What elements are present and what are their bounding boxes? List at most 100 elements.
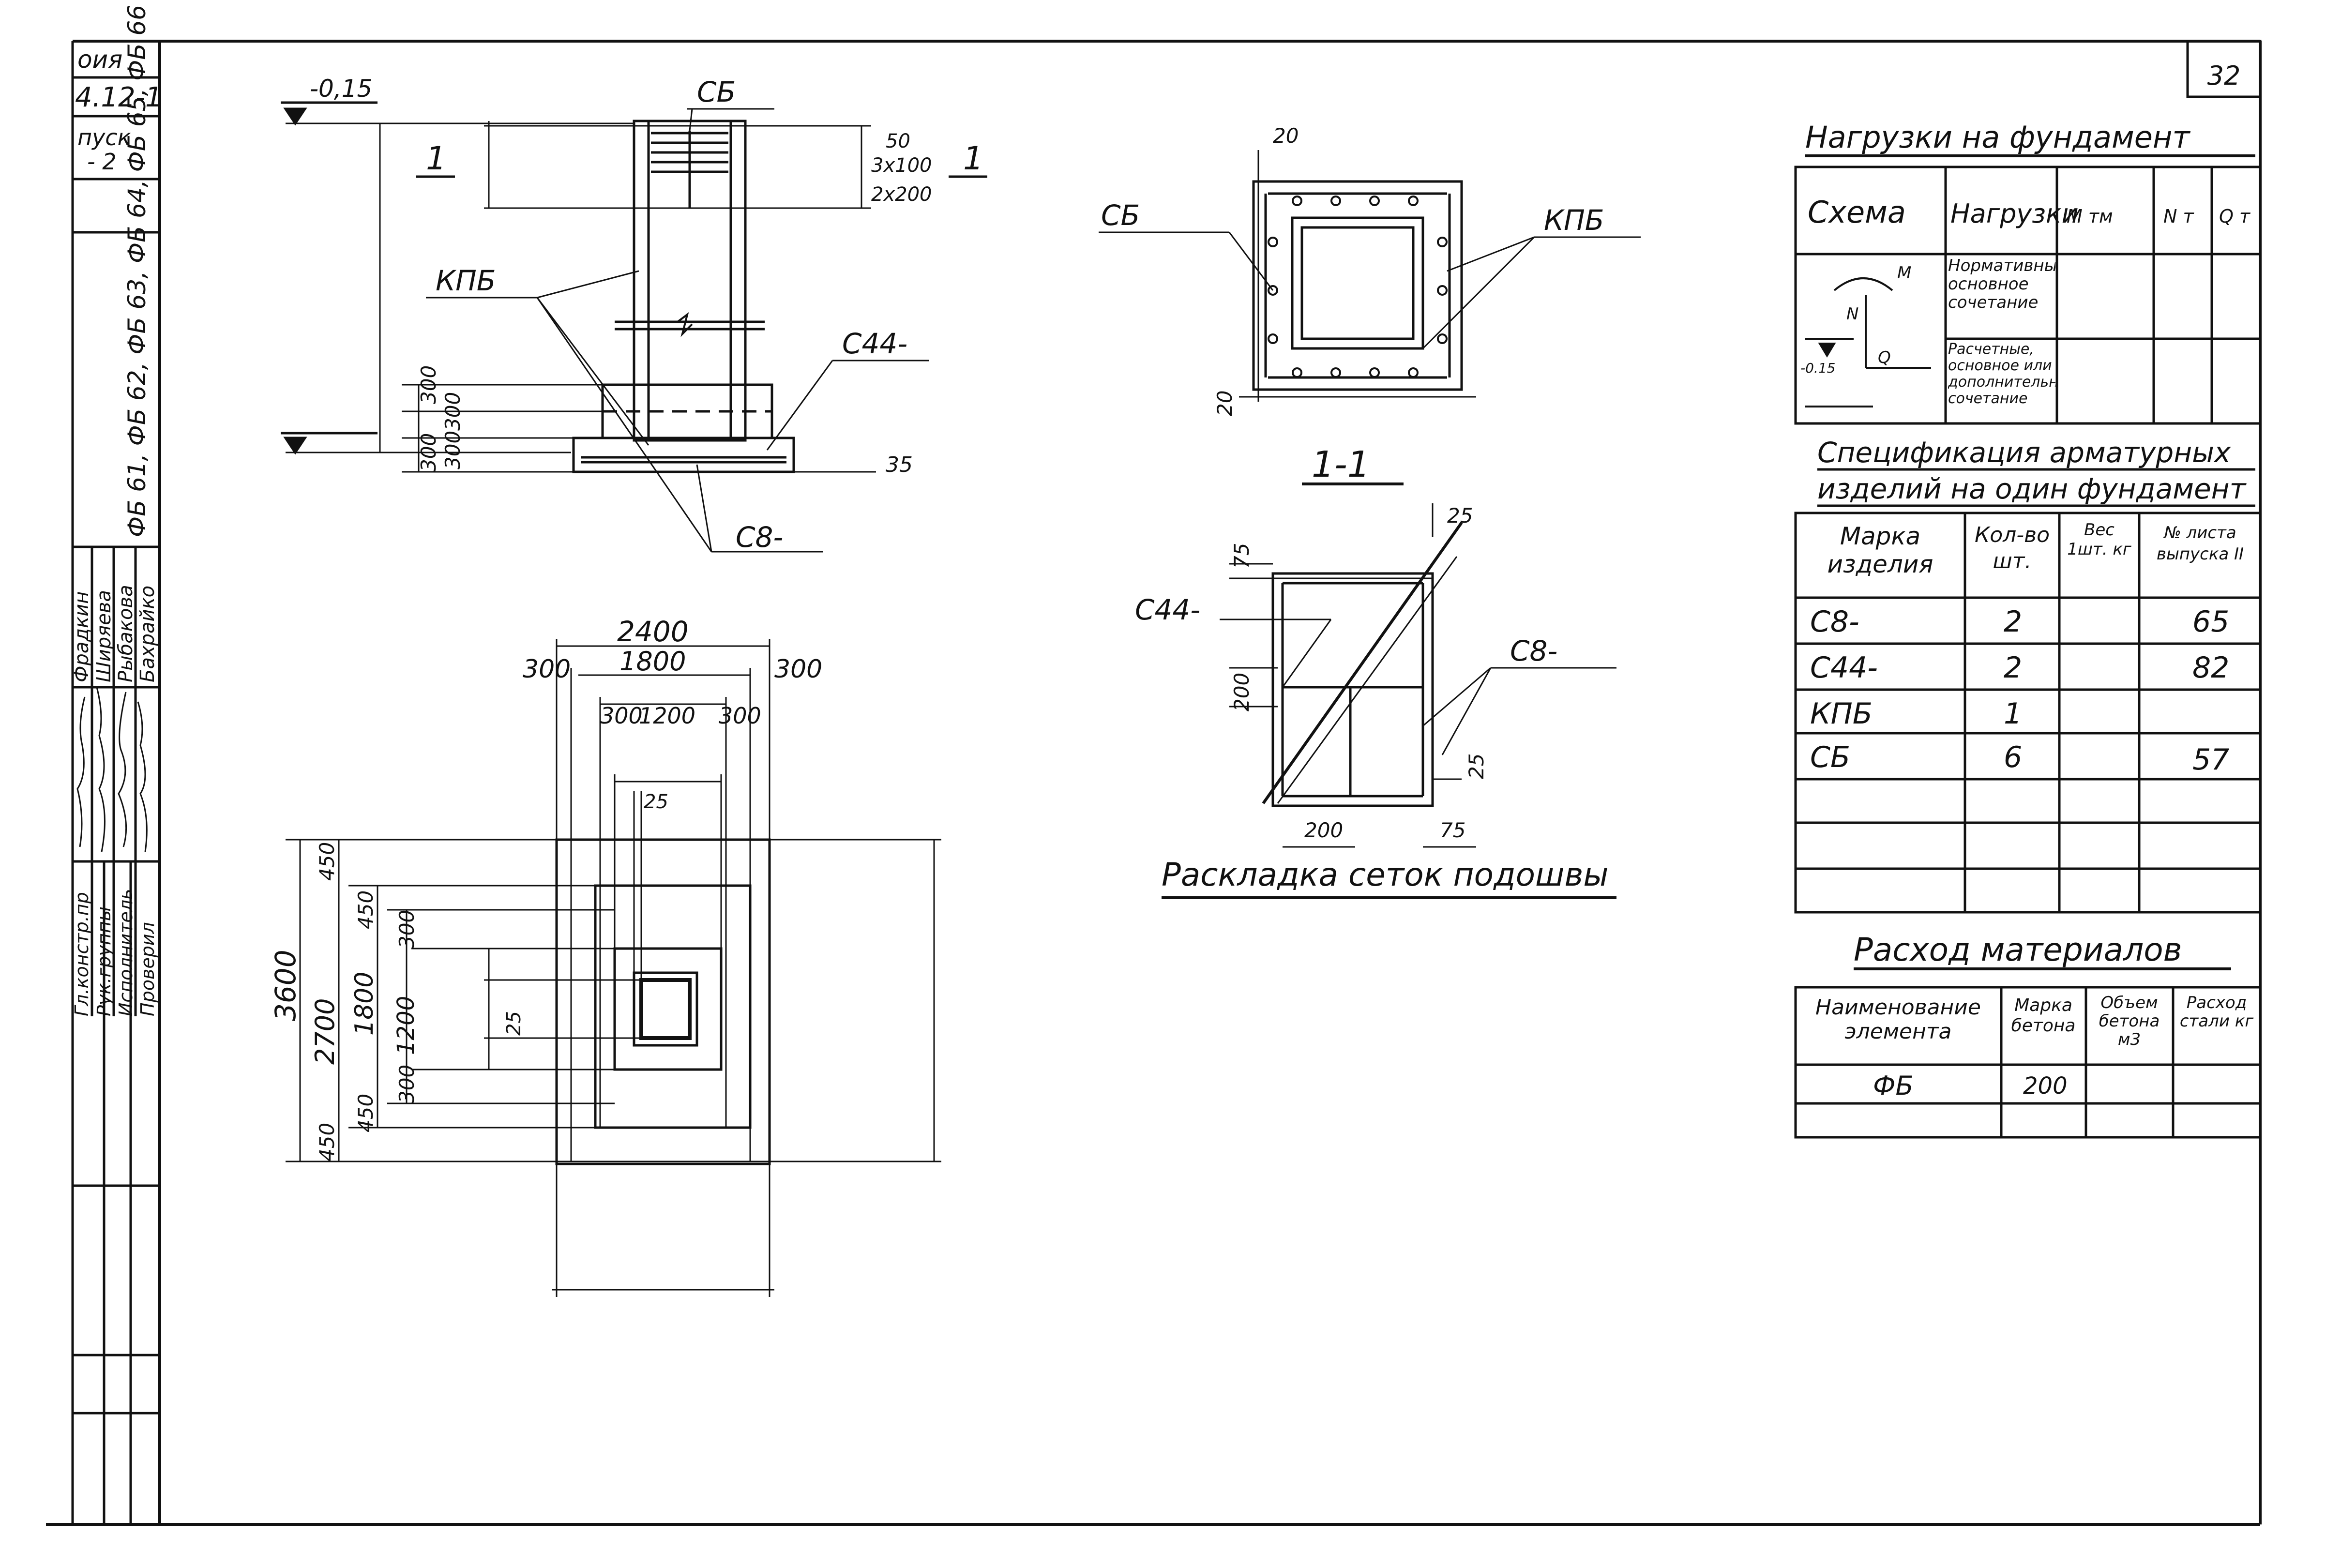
plan-dim-300-ir: 300 <box>719 703 761 729</box>
callout-kpb: КПБ <box>436 264 496 297</box>
loads-table: Нагрузки на фундамент Схема Нагрузки М т… <box>1794 120 2262 425</box>
spec-title-2: изделий на один фундамент <box>1817 472 2247 505</box>
plan-dim-1800v: 1800 <box>350 972 379 1036</box>
mesh-callout-c8: С8- <box>1510 634 1557 667</box>
loads-title: Нагрузки на фундамент <box>1805 120 2190 155</box>
plan-dim-2400: 2400 <box>617 615 689 648</box>
plan-dim-1800: 1800 <box>619 646 686 677</box>
dim-300c: 300 <box>417 433 440 472</box>
stamp-name-2: Ширяева <box>93 590 115 682</box>
stamp-code-3: пуск <box>77 124 131 151</box>
rebar-dots <box>1268 196 1448 378</box>
loads-header-q: Q т <box>2219 206 2251 227</box>
callout-c44: С44- <box>842 327 907 360</box>
plan-dim-300v-a: 300 <box>395 910 419 949</box>
spec-row-sheet: 82 <box>2192 651 2229 685</box>
signature-marks <box>76 687 148 852</box>
spec-row-mark: С8- <box>1810 605 1859 639</box>
section-marker-right: 1 <box>963 140 983 177</box>
materials-header-grade: Марка бетона <box>2011 995 2076 1036</box>
dim-300b: 300 <box>441 392 465 431</box>
plan-dim-450-b: 450 <box>354 890 378 929</box>
spec-row-qty: 2 <box>2004 605 2022 639</box>
plan-dim-450-a: 450 <box>315 842 339 881</box>
plan-dim-450-c: 450 <box>354 1094 378 1132</box>
title-block: оия 4.12-1 пуск - 2 ФБ 61, ФБ 62, ФБ 63,… <box>71 5 163 1524</box>
callout-sb: СБ <box>697 75 736 108</box>
plan-dim-300v-b: 300 <box>395 1065 419 1103</box>
stamp-name-3: Рыбакова <box>115 585 137 682</box>
level-top-label: -0,15 <box>310 75 372 103</box>
plan-dim-450-d: 450 <box>315 1123 339 1161</box>
elevation-view: -0,15 1 1 <box>281 75 987 554</box>
plan-dim-300-r: 300 <box>774 655 822 684</box>
stamp-role-1: Гл.констр.пр <box>71 892 92 1016</box>
dim-300d: 300 <box>441 431 465 469</box>
materials-header-volume: Объем бетона м3 <box>2099 994 2160 1049</box>
stamp-role-4: Проверил <box>137 922 158 1016</box>
section-dim-20a: 20 <box>1273 124 1299 148</box>
section-marker-left: 1 <box>426 140 446 177</box>
dim-300a: 300 <box>417 365 440 404</box>
dim-2x200: 2х200 <box>871 183 932 206</box>
page-number: 32 <box>2207 60 2241 91</box>
spec-title-1: Спецификация арматурных <box>1817 436 2231 469</box>
stamp-name-4: Бахрайко <box>136 586 159 682</box>
stamp-code-4: - 2 <box>87 149 117 175</box>
mesh-dim-75a: 75 <box>1230 543 1254 569</box>
scheme-label-level: -0.15 <box>1800 360 1835 376</box>
mesh-title: Раскладка сеток подошвы <box>1162 856 1608 893</box>
loads-header-scheme: Схема <box>1808 195 1906 230</box>
plan-dim-1200v: 1200 <box>393 996 420 1055</box>
mesh-dim-75b: 75 <box>1440 818 1465 842</box>
sheet-frame <box>46 40 2262 1526</box>
spec-row-qty: 6 <box>2004 740 2022 774</box>
stamp-role-3: Исполнитель <box>115 889 136 1016</box>
materials-title: Расход материалов <box>1854 931 2182 968</box>
spec-row-qty: 1 <box>2004 697 2022 731</box>
plan-dim-300-l: 300 <box>523 655 571 684</box>
mesh-layout-view: 25 75 200 200 25 75 С44- С8- Раскладка с… <box>1135 503 1616 899</box>
scheme-label-m: М <box>1897 263 1911 283</box>
stamp-role-2: Рук.группы <box>93 906 115 1016</box>
section-dim-20b: 20 <box>1213 391 1237 416</box>
section-view: СБ КПБ 20 20 1-1 <box>1099 124 1641 485</box>
spec-row-mark: КПБ <box>1810 697 1873 731</box>
section-title: 1-1 <box>1312 444 1370 485</box>
loads-header-n: N т <box>2163 206 2195 227</box>
plan-dim-3600: 3600 <box>269 950 302 1021</box>
materials-row-grade: 200 <box>2023 1072 2068 1100</box>
spec-header-qty: Кол-во шт. <box>1975 523 2050 573</box>
spec-header-weight: Вес 1шт. кг <box>2067 520 2131 559</box>
plan-dim-25-top: 25 <box>644 791 668 813</box>
dim-35: 35 <box>886 452 913 477</box>
mesh-dim-25b: 25 <box>1465 754 1488 779</box>
level-markers <box>281 101 634 455</box>
dim-3x100: 3х100 <box>871 154 932 177</box>
stamp-marks: ФБ 61, ФБ 62, ФБ 63, ФБ 64, ФБ 65, ФБ 66 <box>123 5 151 537</box>
spec-header-sheet: № листа выпуска II <box>2157 523 2244 564</box>
materials-table: Расход материалов Наименование элемента … <box>1794 931 2262 1139</box>
load-scheme-diagram <box>1805 277 1931 407</box>
plan-view: 2400 1800 300 300 300 1200 300 25 3600 2… <box>269 615 941 1297</box>
loads-row-design: Расчетные, основное или дополнительное с… <box>1948 341 2055 407</box>
stamp-code-1: оия <box>77 45 122 74</box>
spec-header-mark: Марка изделия <box>1828 522 1933 578</box>
page-number-box: 32 <box>2186 40 2262 98</box>
mesh-dim-25a: 25 <box>1447 504 1473 528</box>
mesh-dim-200h: 200 <box>1304 818 1343 842</box>
plan-dim-25v: 25 <box>503 1011 525 1036</box>
stamp-name-1: Фрадкин <box>71 591 93 682</box>
loads-header-loads: Нагрузки <box>1950 198 2079 229</box>
plan-dim-1200: 1200 <box>639 703 695 729</box>
plan-dim-300-il: 300 <box>600 703 643 729</box>
dim-50: 50 <box>886 130 910 152</box>
spec-row-sheet: 57 <box>2192 743 2229 777</box>
spec-row-mark: С44- <box>1810 651 1878 685</box>
scheme-label-q: Q <box>1878 348 1891 367</box>
mesh-callout-c44: С44- <box>1135 593 1200 626</box>
loads-row-normative: Нормативные основное сочетание <box>1948 256 2055 312</box>
materials-row-name: ФБ <box>1873 1070 1914 1101</box>
